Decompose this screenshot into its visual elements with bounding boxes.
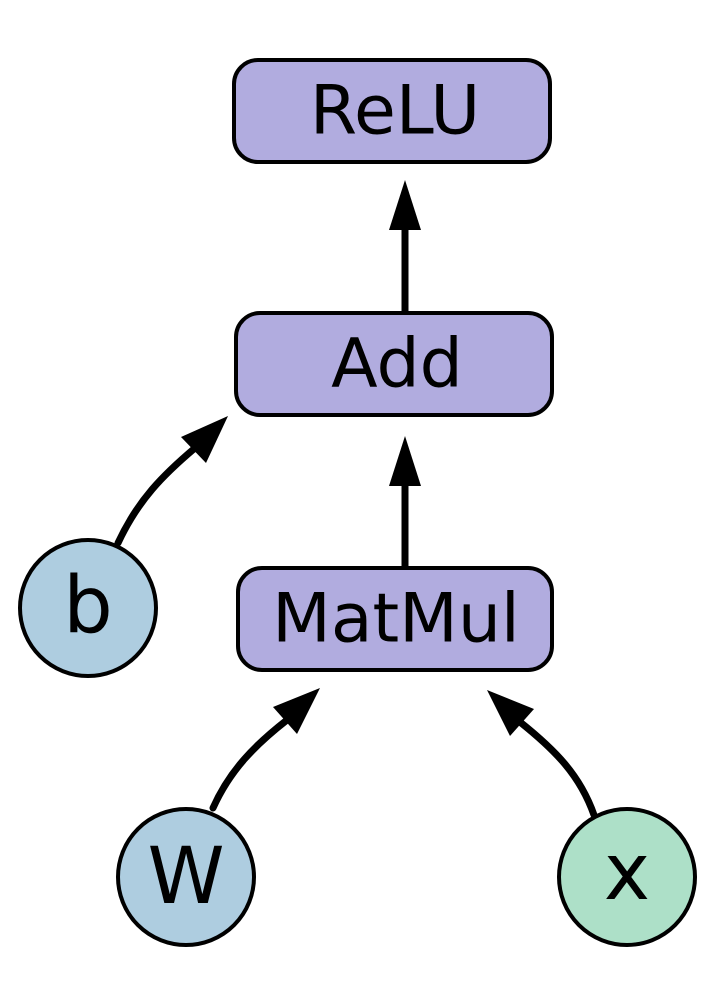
relu-label: ReLU <box>310 72 480 151</box>
add-box <box>234 311 554 417</box>
w-node[interactable]: W <box>116 807 256 947</box>
w-circle <box>116 807 256 947</box>
relu-node[interactable]: ReLU <box>232 58 552 164</box>
matmul-box <box>236 566 554 672</box>
w-label: W <box>147 832 224 922</box>
b-label: b <box>63 561 113 651</box>
x-node[interactable]: x <box>557 807 697 947</box>
edges <box>114 180 598 819</box>
matmul-label: MatMul <box>272 580 520 659</box>
arrowhead-icon <box>389 180 421 230</box>
relu-box <box>232 58 552 164</box>
x-label: x <box>604 828 650 918</box>
x-circle <box>557 807 697 947</box>
edge-w-to-matmul <box>209 688 320 812</box>
arrowhead-icon <box>181 416 228 463</box>
edge-add-to-relu <box>389 180 421 316</box>
edge-b-to-add <box>114 416 228 547</box>
b-node[interactable]: b <box>18 538 158 678</box>
edge-x-to-matmul <box>487 690 598 819</box>
arrowhead-icon <box>487 690 534 736</box>
arrowhead-icon <box>273 688 320 734</box>
add-node[interactable]: Add <box>234 311 554 417</box>
b-circle <box>18 538 158 678</box>
matmul-node[interactable]: MatMul <box>236 566 554 672</box>
edge-matmul-to-add <box>389 436 421 571</box>
add-label: Add <box>331 325 463 404</box>
arrowhead-icon <box>389 436 421 486</box>
